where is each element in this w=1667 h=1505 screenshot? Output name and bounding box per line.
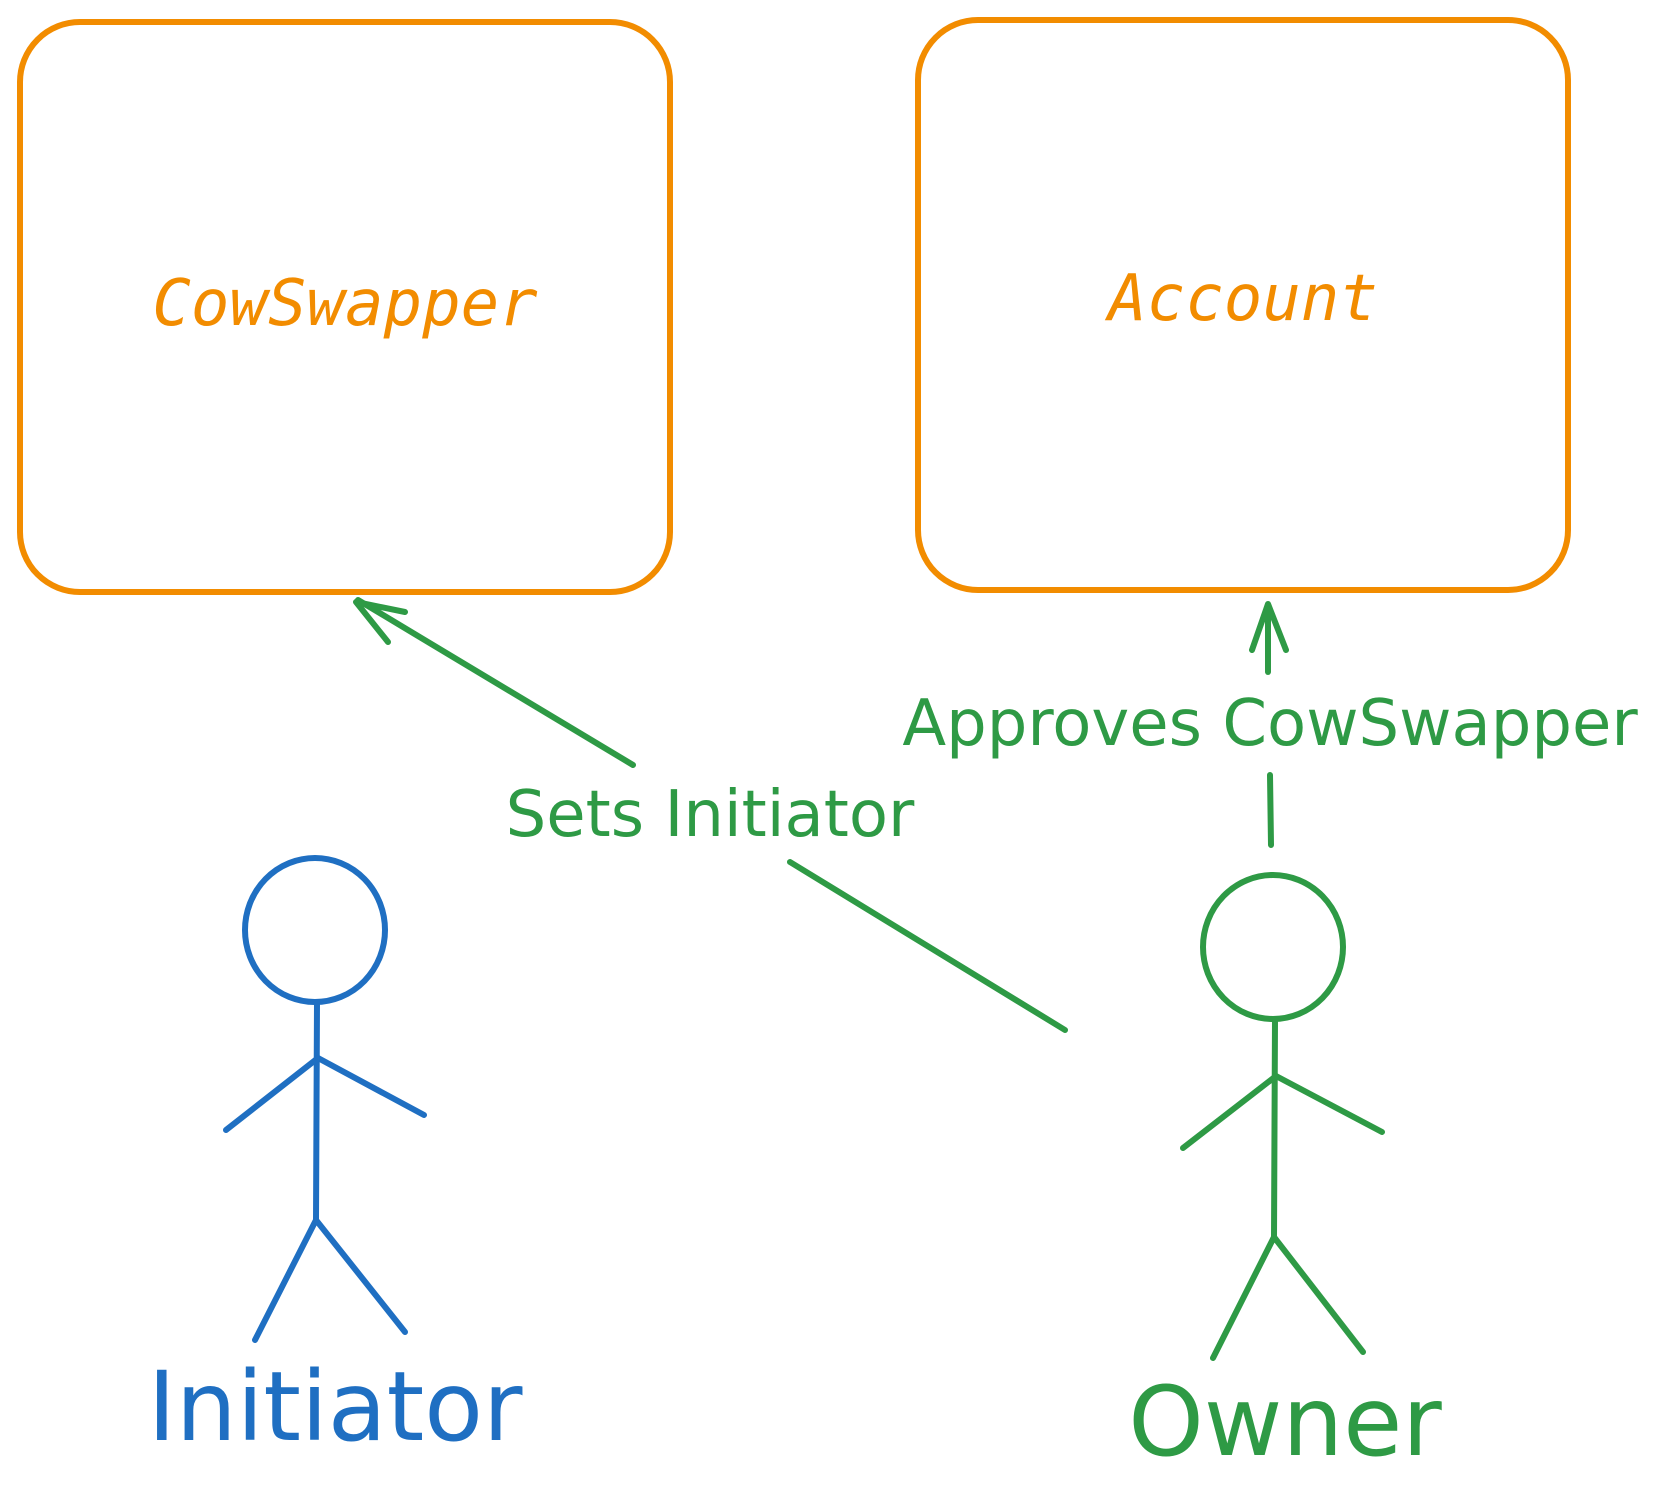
sets-initiator-edge: Sets Initiator <box>353 597 1068 1033</box>
account-node: Account <box>915 17 1571 593</box>
initiator-body <box>313 999 320 1223</box>
sets-initiator-arrowhead <box>353 599 408 645</box>
owner-left-arm <box>1180 1073 1279 1151</box>
account-label: Account <box>1104 262 1378 336</box>
cowswapper-node: CowSwapper <box>17 19 673 595</box>
owner-head <box>1200 872 1346 1022</box>
initiator-head <box>242 855 388 1005</box>
approves-line-lower <box>1267 772 1274 848</box>
initiator-left-arm <box>223 1055 321 1133</box>
initiator-label: Initiator <box>148 1351 523 1463</box>
owner-right-leg <box>1271 1234 1366 1355</box>
initiator-left-leg <box>252 1217 319 1343</box>
initiator-actor <box>223 855 427 1343</box>
owner-label: Owner <box>1128 1366 1442 1478</box>
initiator-right-leg <box>313 1217 408 1335</box>
sets-initiator-line-lower <box>787 859 1068 1033</box>
cowswapper-label: CowSwapper <box>152 267 538 341</box>
sets-initiator-line-upper <box>355 597 636 768</box>
sets-initiator-label: Sets Initiator <box>506 778 915 852</box>
approves-cowswapper-edge: Approves CowSwapper <box>902 601 1638 848</box>
owner-right-arm <box>1273 1073 1385 1135</box>
account-box <box>915 17 1571 593</box>
owner-left-leg <box>1210 1234 1277 1361</box>
cowswapper-box <box>17 19 673 595</box>
owner-actor <box>1180 872 1385 1361</box>
owner-body <box>1271 1016 1278 1240</box>
approves-cowswapper-label: Approves CowSwapper <box>902 687 1638 761</box>
initiator-right-arm <box>315 1055 427 1118</box>
approves-arrowhead <box>1249 601 1289 653</box>
